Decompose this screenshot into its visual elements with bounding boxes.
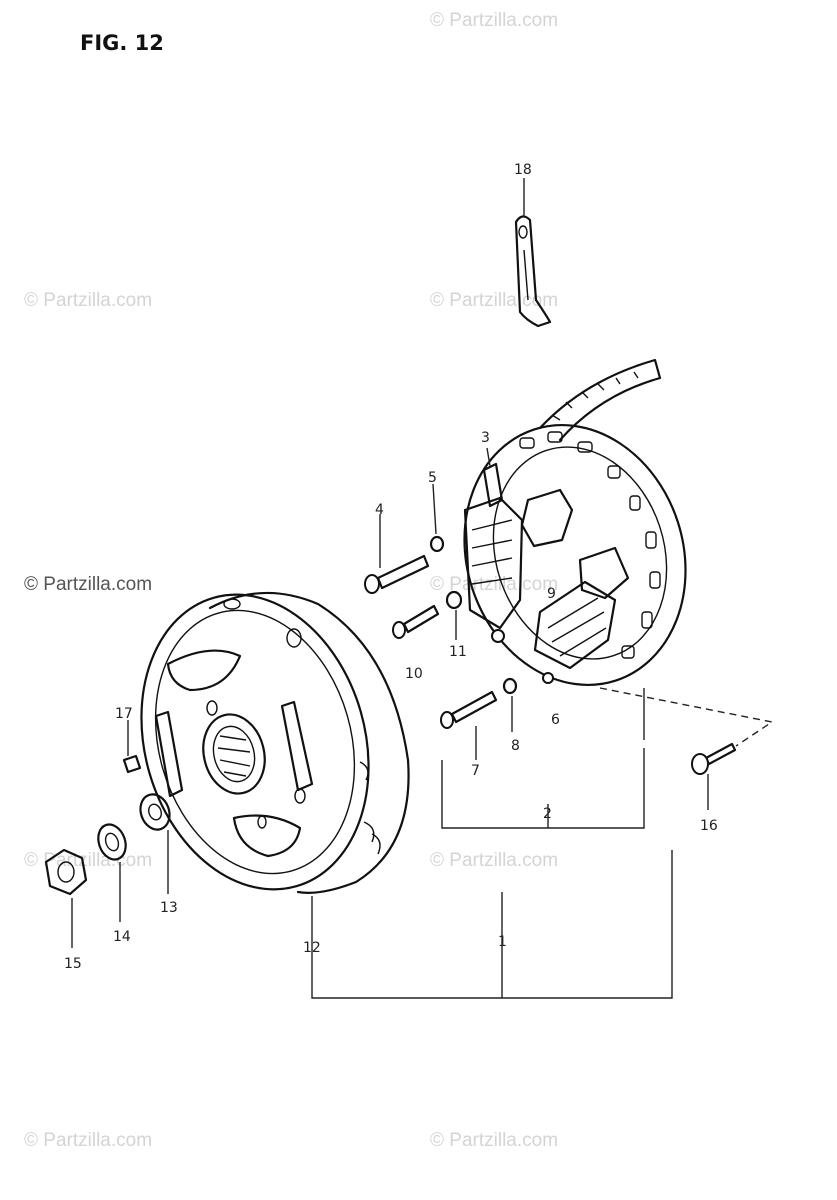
part-18-bracket [514,178,552,328]
watermark: © Partzilla.com [430,290,558,311]
watermark: © Partzilla.com [430,574,558,595]
part-15-nut [44,848,88,948]
watermark: © Partzilla.com [430,850,558,871]
part-2-stator-assembly [463,358,687,686]
callout-11: 11 [449,644,467,660]
part-14-lock-washer [97,823,127,922]
assembly-brackets [311,687,774,999]
watermark-layer: © Partzilla.com © Partzilla.com © Partzi… [24,10,558,1151]
callout-10: 10 [405,666,423,682]
watermark: © Partzilla.com [24,290,152,311]
watermark: © Partzilla.com [24,574,152,595]
callout-3: 3 [481,430,490,446]
callout-17: 17 [115,706,133,722]
callout-16: 16 [700,818,718,834]
part-5-washer [429,483,445,553]
part-16-bolt [691,742,737,810]
part-8-washer [502,677,518,732]
callout-8: 8 [511,738,520,754]
callout-15: 15 [64,956,82,972]
figure-title: FIG. 12 [80,31,164,55]
part-17-key [122,720,142,774]
callout-1: 1 [498,934,507,950]
watermark: © Partzilla.com [430,1130,558,1151]
callout-4: 4 [375,502,384,518]
callout-labels: 1 2 3 4 5 6 7 8 9 10 11 12 13 14 15 16 1… [64,162,718,972]
watermark: © Partzilla.com [24,1130,152,1151]
part-10-screw [392,604,440,639]
part-12-flywheel [140,591,410,894]
part-4-screw [364,514,430,594]
callout-7: 7 [471,763,480,779]
callout-18: 18 [514,162,532,178]
part-11-washer [445,590,463,640]
watermark: © Partzilla.com [430,10,558,31]
callout-6: 6 [551,712,560,728]
callout-14: 14 [113,929,131,945]
part-13-washer [139,793,171,894]
callout-2: 2 [543,806,552,822]
watermark: © Partzilla.com [24,850,152,871]
callout-13: 13 [160,900,178,916]
part-7-screw [440,690,498,760]
callout-9: 9 [547,586,556,602]
callout-5: 5 [428,470,437,486]
callout-12: 12 [303,940,321,956]
